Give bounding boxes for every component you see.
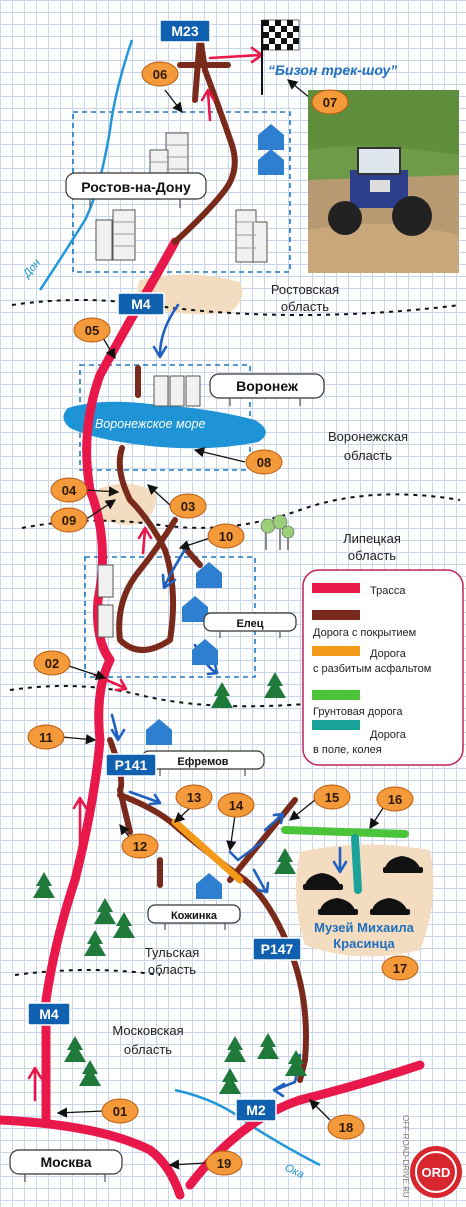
sign-m4-bottom: M4 [39, 1006, 59, 1022]
marker-13: 13 [187, 790, 201, 805]
marker-03: 03 [181, 499, 195, 514]
marker-04: 04 [62, 483, 77, 498]
sign-m23: M23 [171, 23, 198, 39]
legend-paved: Дорога с покрытием [313, 627, 416, 639]
city-label-boxes [9, 172, 325, 1175]
region-lipetsk-2: область [348, 548, 396, 563]
field-road [351, 834, 362, 894]
museum-cars [303, 856, 423, 915]
marker-16: 16 [388, 792, 402, 807]
dirt-road [281, 826, 409, 838]
rivers [38, 39, 321, 1167]
city-elets: Елец [236, 618, 263, 630]
oka-river-label: Ока [283, 1162, 306, 1181]
marker-19: 19 [217, 1156, 231, 1171]
city-label-stands [24, 199, 301, 1182]
ord-logo-text: ORD [422, 1165, 451, 1180]
region-voronezh-1: Воронежская [328, 429, 408, 444]
marker-09: 09 [62, 513, 76, 528]
tractor-photo [308, 90, 459, 273]
leader-lines [56, 79, 386, 1170]
marker-17: 17 [393, 961, 407, 976]
legend-broken-1: Дорога [370, 648, 407, 660]
legend [302, 569, 464, 766]
region-tula-2: область [148, 962, 196, 977]
region-moscow-1: Московская [112, 1023, 183, 1038]
city-voronezh: Воронеж [236, 378, 299, 394]
marker-15: 15 [325, 790, 339, 805]
marker-14: 14 [229, 798, 244, 813]
region-lipetsk-1: Липецкая [343, 531, 401, 546]
marker-02: 02 [45, 656, 59, 671]
region-rostov-2: область [281, 299, 329, 314]
trees [33, 672, 307, 1094]
finish-flag-icon [261, 19, 300, 95]
marker-06: 06 [153, 67, 167, 82]
museum-line-1: Музей Михаила [314, 920, 415, 935]
legend-highway: Трасса [370, 585, 406, 597]
region-voronezh-2: область [344, 448, 392, 463]
birch-trees [260, 514, 295, 550]
sign-p141: P141 [115, 757, 148, 773]
marker-08: 08 [257, 455, 271, 470]
museum-line-2: Красинца [333, 936, 395, 951]
event-title: “Бизон трек-шоу” [268, 62, 397, 78]
city-rostov: Ростов-на-Дону [81, 179, 191, 195]
ord-logo [410, 1146, 462, 1198]
legend-dirt: Грунтовая дорога [313, 706, 403, 718]
city-moskva: Москва [40, 1154, 91, 1170]
houses [146, 124, 284, 899]
region-rostov-1: Ростовская [271, 282, 339, 297]
don-river-label: Дон [20, 257, 43, 282]
legend-rut-2: в поле, колея [313, 744, 382, 756]
marker-18: 18 [339, 1120, 353, 1135]
voronezh-sea [63, 401, 266, 449]
city-efremov: Ефремов [177, 756, 228, 768]
region-tula-1: Тульская [145, 945, 200, 960]
legend-broken-2: с разбитым асфальтом [313, 663, 431, 675]
legend-rut-1: Дорога [370, 729, 407, 741]
sign-m4-top: M4 [131, 296, 151, 312]
marker-05: 05 [85, 323, 99, 338]
marker-07: 07 [323, 95, 337, 110]
city-kozhinka: Кожинка [171, 910, 218, 922]
marker-11: 11 [39, 730, 53, 745]
marker-12: 12 [133, 839, 147, 854]
paved-road-route [107, 33, 309, 1083]
voronezh-sea-label: Воронежское море [95, 417, 205, 431]
marker-01: 01 [113, 1104, 127, 1119]
marker-10: 10 [219, 529, 233, 544]
direction-arrows [27, 46, 348, 1102]
region-moscow-2: область [124, 1042, 172, 1057]
watermark-site: OFF-ROAD-DRIVE.RU [401, 1115, 410, 1198]
sign-m2: M2 [246, 1102, 266, 1118]
region-borders [9, 299, 461, 976]
sign-p147: P147 [261, 941, 294, 957]
broken-asphalt-road [171, 818, 244, 884]
marker-ovals [27, 61, 419, 1176]
highway-sign-boxes [27, 19, 302, 1122]
